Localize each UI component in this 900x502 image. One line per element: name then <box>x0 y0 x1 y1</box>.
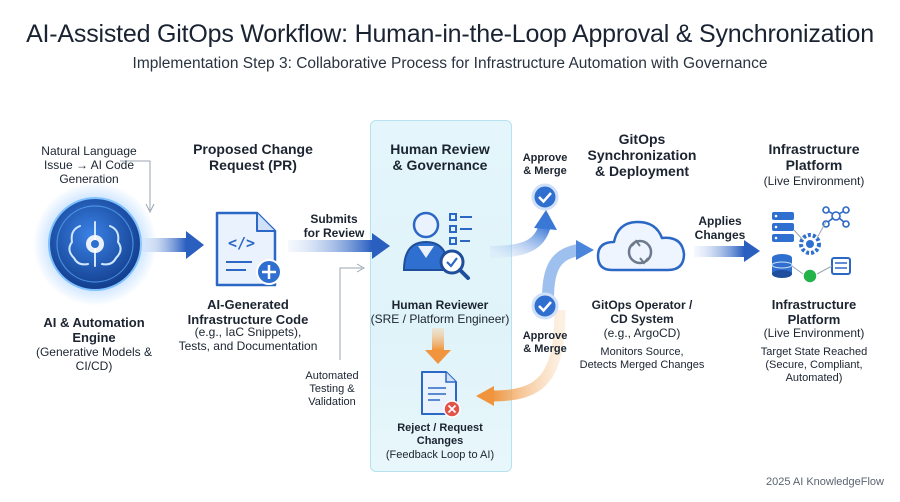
diagram-title: AI-Assisted GitOps Workflow: Human-in-th… <box>26 20 874 48</box>
gitops-operator-detail: (e.g., ArgoCD) <box>603 326 681 340</box>
target-state-note: Target State Reached (Secure, Compliant,… <box>760 346 868 384</box>
approve-merge-label-top: Approve & Merge <box>522 152 568 177</box>
ai-brain-icon <box>33 182 157 306</box>
diagram-subtitle: Implementation Step 3: Collaborative Pro… <box>132 55 768 72</box>
arrow-approve-top <box>489 210 557 258</box>
pr-heading: Proposed Change Request (PR) <box>193 141 313 173</box>
gitops-monitor-note: Monitors Source, Detects Merged Changes <box>579 346 705 371</box>
reject-label: Reject / Request Changes <box>397 422 483 447</box>
arrow-submit-review <box>288 233 390 259</box>
input-connector <box>120 160 155 214</box>
ai-engine-label: AI & Automation Engine <box>43 315 145 345</box>
pr-document-icon: </> <box>215 211 282 287</box>
pr-detail: (e.g., IaC Snippets), Tests, and Documen… <box>178 325 318 353</box>
reviewer-label: Human Reviewer <box>391 298 489 312</box>
platform-label: Infrastructure Platform <box>771 297 857 327</box>
natural-language-note: Natural Language Issue → AI Code Generat… <box>41 144 137 186</box>
human-reviewer-icon <box>402 211 472 280</box>
arrow-feedback-loop <box>476 309 566 406</box>
reviewer-detail: (SRE / Platform Engineer) <box>370 312 510 326</box>
platform-heading-detail: (Live Environment) <box>763 174 865 188</box>
approve-check-icon-bottom <box>531 292 559 320</box>
ai-engine-detail: (Generative Models & CI/CD) <box>35 345 153 373</box>
reject-document-icon <box>421 371 461 418</box>
footer-credit: 2025 AI KnowledgeFlow <box>765 476 884 488</box>
testing-connector <box>339 263 366 360</box>
pr-label: AI-Generated Infrastructure Code <box>187 297 309 327</box>
submits-for-review-label: Submits for Review <box>303 212 365 240</box>
approve-merge-label-bottom: Approve & Merge <box>522 330 568 355</box>
platform-heading: Infrastructure Platform <box>768 141 860 173</box>
gitops-operator-label: GitOps Operator / CD System <box>591 298 693 326</box>
reject-detail: (Feedback Loop to AI) <box>385 449 495 461</box>
review-heading: Human Review & Governance <box>390 141 490 173</box>
arrow-apply-changes <box>694 240 760 262</box>
gitops-cloud-icon <box>596 220 686 272</box>
arrow-ai-to-pr <box>140 231 204 259</box>
gitops-heading: GitOps Synchronization & Deployment <box>587 131 697 179</box>
platform-label-detail: (Live Environment) <box>763 326 865 340</box>
infrastructure-icon <box>771 206 851 284</box>
approve-check-icon-top <box>531 183 559 211</box>
applies-changes-label: Applies Changes <box>694 214 746 242</box>
automated-testing-label: Automated Testing & Validation <box>305 370 359 408</box>
svg-text:</>: </> <box>228 234 255 252</box>
arrow-reject-down <box>425 328 451 364</box>
arrow-approve-bottom <box>542 240 594 299</box>
